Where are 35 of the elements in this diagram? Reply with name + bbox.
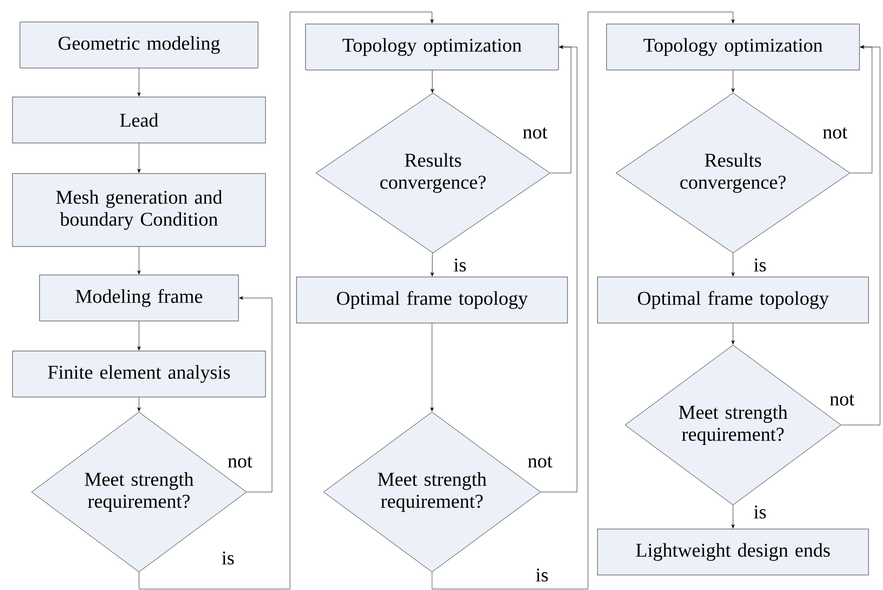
- process-box: Lead: [12, 96, 266, 144]
- edge-label: is: [752, 257, 768, 273]
- arrow: [137, 246, 141, 274]
- arrow: [239, 296, 272, 492]
- edge-label: is: [220, 550, 236, 566]
- arrow: [540, 45, 578, 492]
- arrow: [430, 323, 434, 412]
- arrow: [138, 12, 434, 590]
- arrow: [731, 70, 735, 92]
- arrow: [550, 45, 572, 174]
- arrow: [137, 397, 141, 412]
- edge-label: is: [752, 504, 768, 520]
- process-box: Geometric modeling: [20, 22, 258, 68]
- arrow: [430, 70, 434, 93]
- arrow: [430, 252, 434, 276]
- arrow: [841, 45, 880, 426]
- process-box: Mesh generation and boundary Condition: [12, 173, 266, 247]
- process-box: Lightweight design ends: [597, 528, 869, 576]
- arrow: [137, 143, 141, 173]
- edge-label: not: [522, 126, 548, 140]
- process-box: Topology optimization: [606, 24, 860, 70]
- edge-label: not: [822, 126, 848, 140]
- process-box: Finite element analysis: [12, 350, 266, 398]
- process-box: Optimal frame topology: [296, 276, 568, 324]
- edge-label: is: [452, 257, 468, 273]
- arrow: [731, 323, 735, 344]
- arrow: [850, 45, 872, 174]
- arrow: [731, 505, 735, 528]
- process-box: Modeling frame: [39, 274, 239, 322]
- arrow: [137, 321, 141, 350]
- arrow: [137, 68, 141, 96]
- arrow: [731, 253, 735, 276]
- process-box: Topology optimization: [305, 24, 559, 70]
- process-box: Optimal frame topology: [597, 276, 869, 324]
- arrow: [432, 12, 735, 590]
